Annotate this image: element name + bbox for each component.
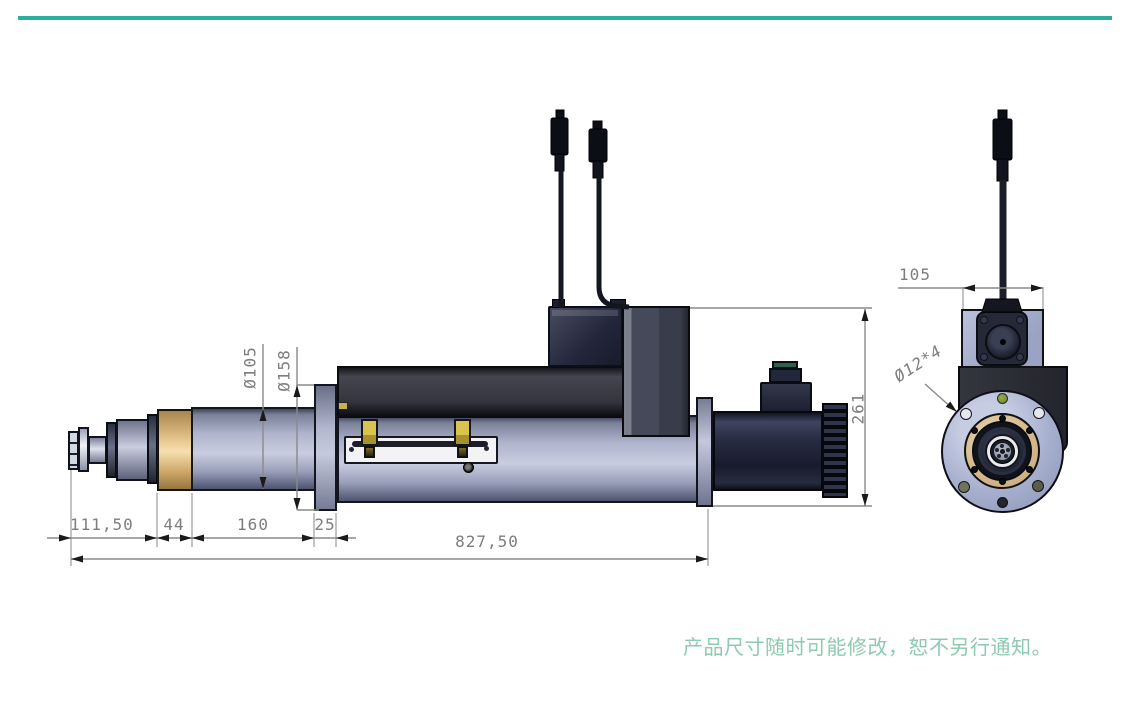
endview-connector-screw (1016, 353, 1024, 361)
spindle-front-cylinder (116, 419, 149, 481)
dim-nose-length: 111,50 (70, 515, 134, 534)
sensor-clamp-1 (364, 446, 375, 458)
dim-mount-width: 105 (899, 265, 931, 284)
flange-bolt-hole (958, 481, 970, 493)
upper-housing (337, 366, 632, 418)
sensor-block-2 (454, 419, 471, 446)
motor-rear-ribs (822, 403, 848, 498)
motor-connector-base (760, 382, 812, 413)
motor-flange (696, 397, 713, 507)
rail-dot-right (484, 446, 489, 451)
encoder-box-highlight (552, 310, 618, 316)
flange-bolt-hole (1032, 480, 1044, 492)
endview-green-plug (997, 393, 1008, 404)
dim-collar-length: 44 (163, 515, 185, 534)
sensor-clamp-2 (457, 446, 468, 458)
rail-screw (463, 462, 474, 473)
flange-bolt-hole (997, 497, 1008, 508)
motor-connector-mid (769, 368, 802, 383)
servo-motor-body (713, 411, 823, 491)
dim-overall-height: 261 (848, 392, 868, 425)
endview-connector-screw (980, 316, 988, 324)
dim-overall-length: 827,50 (455, 532, 519, 551)
housing-yellow-tab (338, 402, 348, 410)
hub-pin (1000, 444, 1004, 448)
hub-pin (997, 454, 1001, 458)
bearing-bolt (971, 466, 978, 473)
flange-bolt-hole (960, 408, 972, 420)
hub-pin (995, 448, 999, 452)
endview-connector-screw (980, 353, 988, 361)
spindle-body-front (191, 407, 316, 491)
endview-connector-screw (1016, 316, 1024, 324)
top-accent-line (18, 16, 1112, 20)
dim-flange-thickness: 25 (314, 515, 336, 534)
sensor-block-1 (361, 419, 378, 446)
dim-body-length: 160 (237, 515, 269, 534)
hub-pin-center (1000, 449, 1005, 454)
spindle-nose-shaft (88, 436, 107, 464)
spindle-tan-collar (157, 409, 193, 491)
hub-pin (1006, 448, 1010, 452)
hub-pin (1004, 454, 1008, 458)
disclaimer-note: 产品尺寸随时可能修改，恕不另行通知。 (683, 635, 1052, 659)
drive-box (622, 306, 690, 437)
bearing-bolt (999, 415, 1006, 422)
dim-bolt-holes: Ø12*4 (890, 341, 946, 386)
mount-flange-plate (314, 384, 337, 511)
bearing-bolt (1026, 466, 1033, 473)
cable-gland-1 (552, 299, 565, 308)
endview-connector-pin (1000, 339, 1006, 345)
bearing-bolt (1026, 427, 1033, 434)
dim-body-diameter: Ø105 (240, 346, 260, 389)
bearing-bolt (971, 427, 978, 434)
dim-flange-diameter: Ø158 (274, 349, 294, 392)
bearing-bolt (999, 478, 1006, 485)
rail-dot-left (349, 447, 354, 452)
encoder-box (548, 306, 623, 367)
sensor-rail-bar (352, 441, 488, 447)
flange-bolt-hole (1033, 407, 1045, 419)
